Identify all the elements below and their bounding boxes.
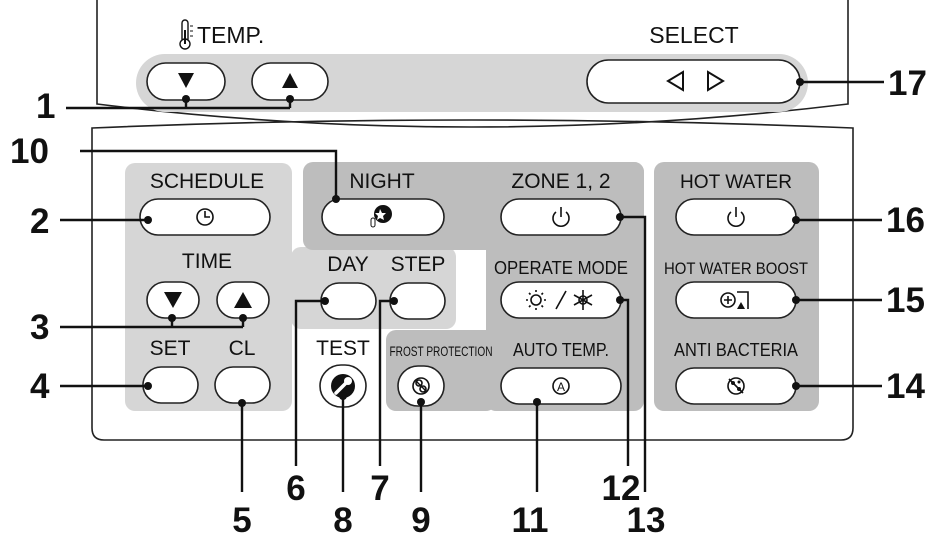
schedule-button[interactable]	[139, 198, 271, 236]
set-label: SET	[150, 337, 191, 360]
temp-up-button[interactable]	[251, 62, 329, 101]
callout-10: 10	[10, 132, 49, 171]
thermometer-icon	[179, 19, 193, 50]
select-button[interactable]	[586, 59, 801, 104]
callout-4: 4	[30, 367, 50, 406]
hot-water-boost-button[interactable]	[675, 281, 797, 319]
callout-3: 3	[30, 308, 49, 347]
cl-label: CL	[229, 337, 256, 360]
temp-label: TEMP.	[197, 22, 264, 48]
main-panel-outline	[91, 119, 854, 441]
auto-icon: A	[552, 377, 570, 395]
triangle-down-icon	[164, 292, 182, 308]
auto-temp-button[interactable]: A	[500, 367, 622, 405]
svg-text:A: A	[557, 380, 565, 394]
triangle-down-icon	[178, 73, 194, 88]
frost-protection-icon	[412, 377, 430, 395]
clock-icon	[196, 208, 214, 226]
auto-temp-label: AUTO TEMP.	[513, 340, 609, 360]
anti-bacteria-label: ANTI BACTERIA	[674, 340, 798, 360]
day-button[interactable]	[320, 282, 377, 320]
left-arrow-icon	[666, 70, 684, 92]
time-up-button[interactable]	[216, 281, 270, 319]
callout-15: 15	[886, 281, 925, 320]
callout-16: 16	[886, 201, 925, 240]
night-button[interactable]	[321, 198, 445, 236]
anti-bacteria-button[interactable]	[675, 367, 797, 405]
top-housing-outline	[96, 0, 849, 128]
callout-7: 7	[370, 469, 389, 508]
callout-5: 5	[232, 501, 251, 540]
callout-2: 2	[30, 202, 49, 241]
night-label: NIGHT	[349, 170, 415, 193]
zone-label: ZONE 1, 2	[511, 170, 610, 193]
step-button[interactable]	[389, 282, 446, 320]
power-icon	[727, 207, 745, 227]
step-label: STEP	[391, 253, 446, 276]
frost-protection-label: FROST PROTECTION	[390, 343, 493, 359]
temp-down-button[interactable]	[146, 62, 226, 101]
sun-icon	[526, 290, 546, 310]
callout-13: 13	[627, 501, 666, 540]
test-button[interactable]	[319, 364, 367, 408]
right-arrow-icon	[707, 70, 725, 92]
callout-17: 17	[888, 64, 927, 103]
cl-button[interactable]	[214, 366, 271, 404]
callout-9: 9	[411, 501, 430, 540]
leader-lines	[60, 78, 884, 492]
triangle-up-icon	[282, 73, 298, 88]
callout-12: 12	[602, 469, 641, 508]
night-moon-icon	[370, 205, 392, 228]
operate-mode-label: OPERATE MODE	[494, 258, 628, 278]
callout-14: 14	[886, 367, 925, 406]
anti-bacteria-icon	[727, 377, 745, 395]
operate-mode-button[interactable]	[500, 281, 622, 319]
time-label: TIME	[182, 250, 232, 273]
boost-icon	[720, 291, 749, 309]
hot-water-button[interactable]	[675, 198, 797, 236]
hot-water-boost-label: HOT WATER BOOST	[664, 259, 808, 278]
hot-water-label: HOT WATER	[680, 172, 792, 193]
zone-button[interactable]	[500, 198, 622, 236]
select-label: SELECT	[649, 22, 738, 48]
power-icon	[552, 207, 570, 227]
day-label: DAY	[327, 253, 369, 276]
schedule-label: SCHEDULE	[150, 170, 264, 193]
wrench-icon	[331, 374, 355, 398]
triangle-up-icon	[234, 292, 252, 308]
test-label: TEST	[316, 337, 370, 360]
callout-8: 8	[333, 501, 352, 540]
snowflake-icon	[573, 290, 593, 310]
time-down-button[interactable]	[146, 281, 200, 319]
callout-11: 11	[512, 501, 549, 540]
callout-6: 6	[286, 469, 305, 508]
slash-icon	[555, 290, 567, 310]
callout-1: 1	[36, 87, 55, 126]
